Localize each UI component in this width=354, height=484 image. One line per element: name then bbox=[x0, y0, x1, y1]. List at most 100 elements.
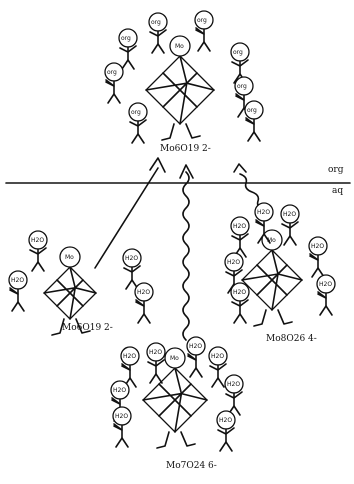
figure-head-label: H2O bbox=[125, 255, 138, 262]
figure-arms bbox=[9, 287, 19, 295]
figure-arms bbox=[309, 253, 319, 261]
figure-legs bbox=[257, 233, 271, 244]
stick-figure: H2O bbox=[186, 336, 206, 378]
stick-figure: H2O bbox=[8, 270, 28, 312]
cluster-right-leg-right bbox=[277, 309, 293, 325]
figure-legs bbox=[31, 261, 45, 272]
figure-arms bbox=[187, 353, 197, 361]
figure-head-label: org bbox=[131, 109, 141, 116]
figure-head-label: H2O bbox=[211, 353, 224, 360]
cluster-left-head bbox=[59, 246, 81, 268]
cluster-left-leg-left bbox=[51, 318, 65, 336]
figure-head-label: org bbox=[237, 83, 247, 90]
stick-figure: H2O bbox=[254, 202, 274, 244]
aqueous-phase-label: aq bbox=[332, 186, 344, 196]
figure-arms bbox=[245, 117, 255, 125]
cluster-right-facet-d bbox=[256, 264, 288, 296]
figure-head-label: H2O bbox=[149, 349, 162, 356]
figure-legs bbox=[233, 313, 247, 324]
figure-head-label: H2O bbox=[233, 223, 246, 230]
cluster-left: Mo bbox=[43, 246, 97, 336]
cluster-top-leg-right bbox=[185, 123, 201, 139]
figure-legs bbox=[107, 93, 121, 104]
figure-head-label: org bbox=[121, 35, 131, 42]
stick-figure: H2O bbox=[134, 282, 154, 324]
cluster-bottom-leg-left bbox=[156, 431, 170, 449]
figure-legs bbox=[115, 437, 129, 448]
species-label-bottom: Mo7O24 6- bbox=[166, 461, 217, 471]
figure-legs bbox=[197, 41, 211, 52]
cluster-left-facet-d bbox=[56, 279, 84, 307]
stick-figure: H2O bbox=[146, 342, 166, 384]
figure-head-label: H2O bbox=[113, 387, 126, 394]
cluster-left-leg-right bbox=[75, 318, 91, 334]
cluster-bottom: Mo bbox=[142, 347, 208, 449]
figure-arms bbox=[217, 427, 235, 435]
figure-head-label: H2O bbox=[31, 237, 44, 244]
cluster-top-mo-text: Mo bbox=[175, 43, 184, 50]
figure-head-label: H2O bbox=[227, 381, 240, 388]
figure-arms bbox=[209, 363, 227, 371]
figure-legs bbox=[319, 305, 333, 316]
cluster-left-mo-text: Mo bbox=[65, 254, 74, 261]
cluster-bottom-facet-d bbox=[158, 383, 192, 417]
organic-phase-label: org bbox=[328, 165, 344, 175]
cluster-right-leg-left bbox=[253, 309, 267, 327]
figure-legs bbox=[189, 367, 203, 378]
wavy-arrow-right-to-top bbox=[239, 173, 265, 211]
figure-arms bbox=[123, 265, 141, 273]
figure-head-label: H2O bbox=[123, 353, 136, 360]
figure-legs bbox=[149, 373, 163, 384]
cluster-right: Mo bbox=[241, 229, 303, 327]
figure-arms bbox=[225, 391, 243, 399]
figure-arms bbox=[231, 233, 249, 241]
figure-head-label: H2O bbox=[233, 289, 246, 296]
stick-figure: org bbox=[118, 28, 138, 70]
stick-figure: org bbox=[148, 12, 168, 54]
stick-figure: H2O bbox=[230, 282, 250, 324]
stick-figure: org bbox=[194, 10, 214, 52]
figure-head-label: H2O bbox=[257, 209, 270, 216]
stick-figure: H2O bbox=[224, 252, 244, 294]
figure-head-label: H2O bbox=[115, 413, 128, 420]
figure-arms bbox=[231, 59, 249, 67]
figure-arms bbox=[231, 299, 249, 307]
figure-legs bbox=[219, 441, 233, 452]
figure-arms bbox=[255, 219, 265, 227]
figure-legs bbox=[247, 131, 261, 142]
wavy-arrow-bottom-to-top bbox=[182, 171, 190, 341]
cluster-right-head bbox=[261, 229, 283, 251]
cluster-top-head bbox=[169, 35, 191, 57]
figure-arms bbox=[281, 221, 299, 229]
stick-figure: org bbox=[244, 100, 264, 142]
figure-arms bbox=[135, 299, 145, 307]
cluster-bottom-leg-right bbox=[180, 431, 196, 447]
figure-arms bbox=[225, 269, 243, 277]
figure-legs bbox=[283, 235, 297, 246]
stick-figure: H2O bbox=[316, 274, 336, 316]
stick-figure: H2O bbox=[120, 346, 140, 388]
species-label-left: Mo6O19 2- bbox=[62, 323, 113, 333]
stick-figure: H2O bbox=[230, 216, 250, 258]
figure-head-label: H2O bbox=[319, 281, 332, 288]
figure-arms bbox=[195, 27, 205, 35]
figure-legs bbox=[137, 313, 151, 324]
cluster-right-mo-text: Mo bbox=[267, 237, 276, 244]
figure-legs bbox=[311, 267, 325, 278]
figure-arms bbox=[235, 93, 245, 101]
figure-head-label: H2O bbox=[227, 259, 240, 266]
figure-arms bbox=[121, 363, 131, 371]
stick-figure: H2O bbox=[224, 374, 244, 416]
figure-arms bbox=[129, 119, 147, 127]
figure-legs bbox=[11, 301, 25, 312]
species-label-right: Mo8O26 4- bbox=[266, 334, 317, 344]
figure-arms bbox=[113, 423, 123, 431]
figure-arms bbox=[111, 397, 121, 405]
figure-head-label: H2O bbox=[219, 417, 232, 424]
stick-figure: H2O bbox=[280, 204, 300, 246]
figure-head-label: H2O bbox=[283, 211, 296, 218]
